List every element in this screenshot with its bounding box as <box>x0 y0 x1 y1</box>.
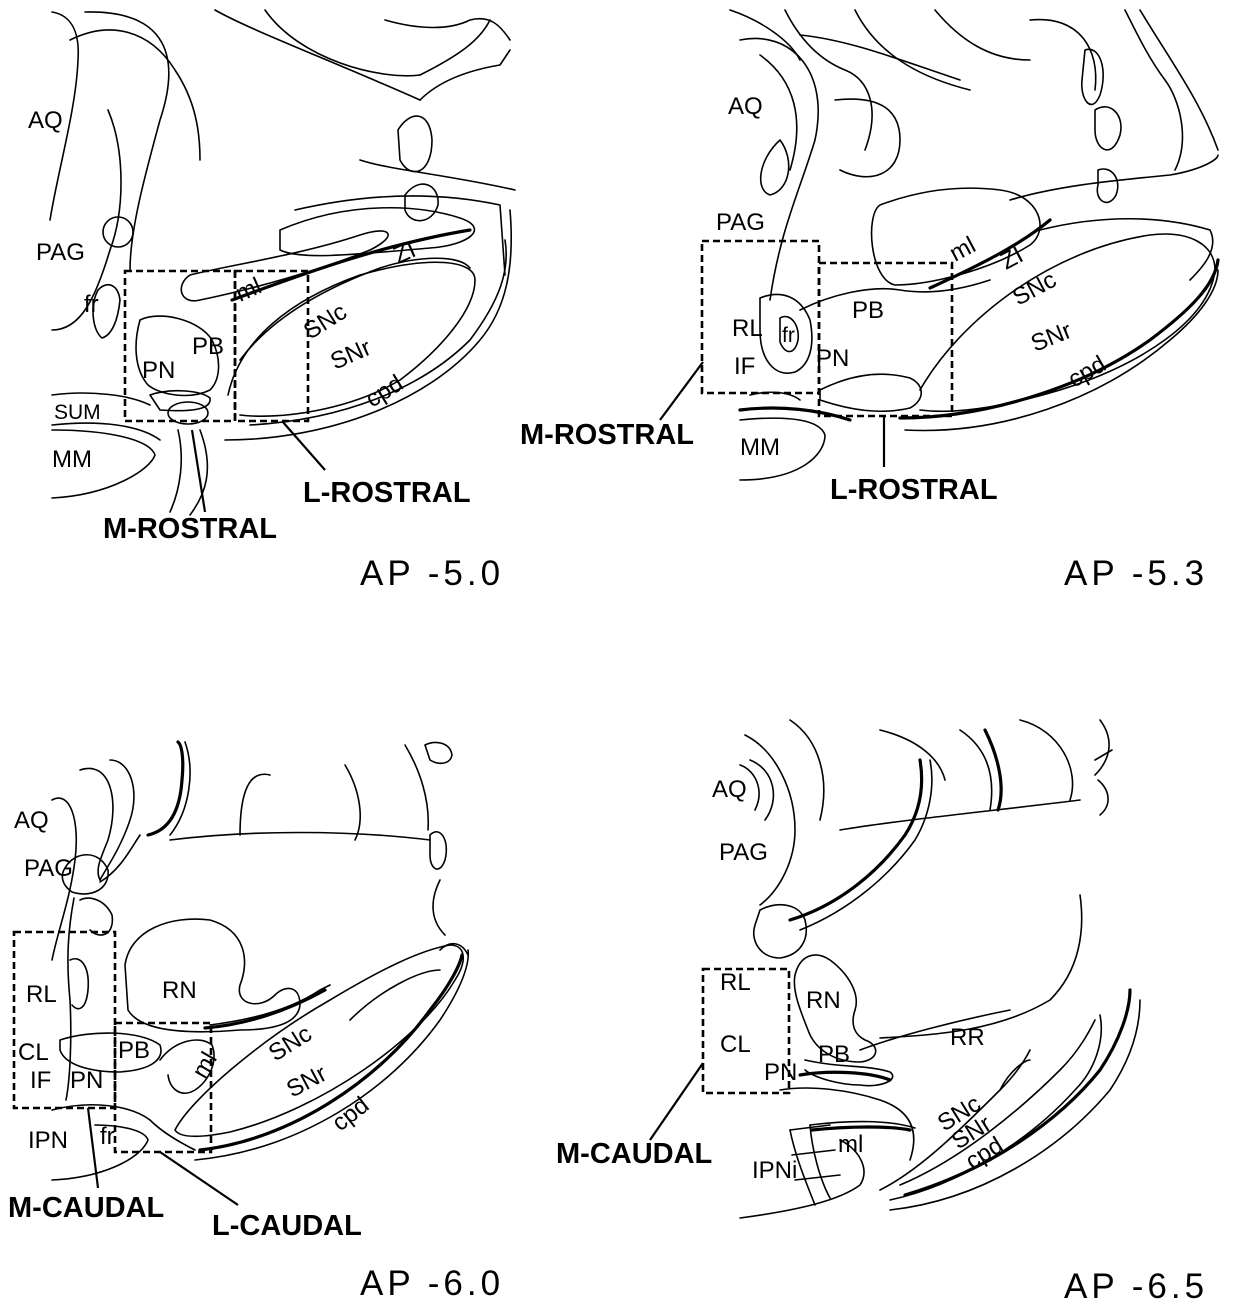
panel4-label-rr: RR <box>950 1024 985 1051</box>
panel2-label-if: IF <box>734 353 755 380</box>
panel1-outlines <box>50 10 515 515</box>
panel-ap-5-3: AQ PAG ml ZI SNc SNr PB RL fr IF PN MM c… <box>520 10 1218 593</box>
panel3-label-pag: PAG <box>24 855 73 882</box>
panel1-label-aq: AQ <box>28 107 63 134</box>
panel3-label-cl: CL <box>18 1039 49 1066</box>
panel3-label-if: IF <box>30 1067 51 1094</box>
panel1-label-snr: SNr <box>326 334 375 375</box>
panel3-label-snr: SNr <box>282 1060 331 1103</box>
panel3-label-ml: ml <box>187 1048 223 1083</box>
panel2-label-snr: SNr <box>1027 317 1075 358</box>
panel2-label-mm: MM <box>740 434 780 461</box>
panel4-ap-caption: AP -6.5 <box>1064 1267 1208 1306</box>
panel4-label-ml: ml <box>838 1131 863 1158</box>
panel1-label-pb: PB <box>192 333 224 360</box>
panel3-m-caudal-leader <box>88 1108 98 1188</box>
panel3-label-fr: fr <box>100 1123 115 1150</box>
panel3-ap-caption: AP -6.0 <box>360 1264 504 1303</box>
panel4-label-cl: CL <box>720 1031 751 1058</box>
panel4-label-aq: AQ <box>712 776 747 803</box>
panel-ap-5-0: AQ PAG fr ml ZI SNc SNr PB PN SUM MM cpd… <box>28 10 515 593</box>
panel2-label-pb: PB <box>852 297 884 324</box>
panel2-label-fr: fr <box>782 324 795 347</box>
panel1-m-rostral-leader <box>192 430 205 512</box>
panel2-region-m-rostral: M-ROSTRAL <box>520 419 694 451</box>
panel1-region-l-rostral: L-ROSTRAL <box>303 477 471 509</box>
panel2-label-aq: AQ <box>728 93 763 120</box>
panel1-label-ml: ml <box>231 273 265 308</box>
panel4-outlines <box>740 720 1140 1218</box>
panel3-label-pb: PB <box>118 1037 150 1064</box>
panel1-region-m-rostral: M-ROSTRAL <box>103 513 277 545</box>
panel1-label-sum: SUM <box>54 401 101 424</box>
panel4-label-pb: PB <box>818 1041 850 1068</box>
panel4-region-m-caudal: M-CAUDAL <box>556 1138 712 1170</box>
panel2-ap-caption: AP -5.3 <box>1064 554 1208 593</box>
panel2-label-pn: PN <box>816 345 849 372</box>
panel1-ap-caption: AP -5.0 <box>360 554 504 593</box>
panel4-label-pag: PAG <box>719 839 768 866</box>
panel1-label-mm: MM <box>52 446 92 473</box>
panel2-label-snc: SNc <box>1008 266 1061 311</box>
panel4-label-pn: PN <box>764 1059 797 1086</box>
panel2-label-rl: RL <box>732 315 763 342</box>
panel2-region-l-rostral: L-ROSTRAL <box>830 474 998 506</box>
panel3-region-m-caudal: M-CAUDAL <box>8 1192 164 1224</box>
panel1-label-snc: SNc <box>299 298 352 345</box>
panel1-label-fr: fr <box>84 291 99 318</box>
panel2-label-pag: PAG <box>716 209 765 236</box>
panel4-label-ipni: IPNi <box>752 1157 797 1184</box>
panel1-l-rostral-leader <box>282 421 325 470</box>
panel1-label-pag: PAG <box>36 239 85 266</box>
panel1-label-cpd: cpd <box>361 370 408 413</box>
panel2-m-rostral-leader <box>660 362 703 420</box>
panel-ap-6-5: AQ PAG RL RN CL PB PN RR SNc SNr cpd ml … <box>556 720 1208 1306</box>
panel4-label-rn: RN <box>806 987 841 1014</box>
panel3-label-aq: AQ <box>14 807 49 834</box>
panel3-region-l-caudal: L-CAUDAL <box>212 1210 362 1242</box>
panel-ap-6-0: AQ PAG RL RN CL PB IF PN ml SNc SNr IPN … <box>8 742 504 1303</box>
panel3-label-rl: RL <box>26 981 57 1008</box>
panel2-label-ml: ml <box>945 232 980 268</box>
panel3-label-pn: PN <box>70 1067 103 1094</box>
panel3-label-rn: RN <box>162 977 197 1004</box>
panel2-label-zi: ZI <box>996 241 1028 275</box>
panel4-label-rl: RL <box>720 969 751 996</box>
panel1-label-pn: PN <box>142 357 175 384</box>
panel4-m-caudal-leader <box>650 1063 703 1140</box>
panel3-label-ipn: IPN <box>28 1127 68 1154</box>
